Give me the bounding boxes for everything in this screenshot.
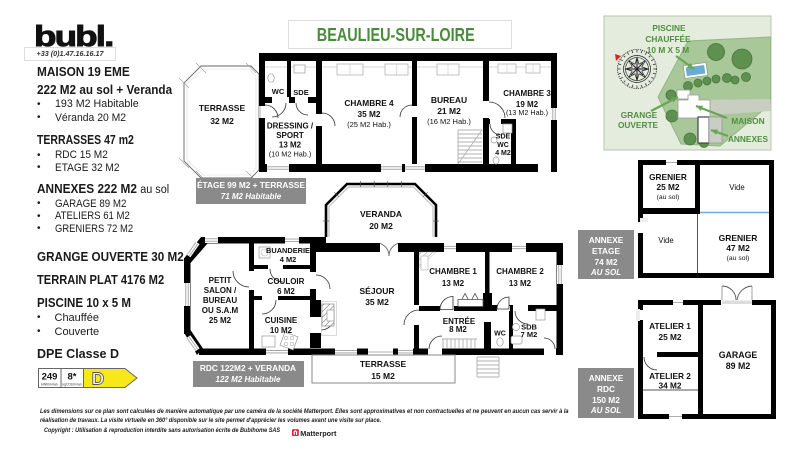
svg-text:Vide: Vide: [729, 183, 744, 192]
svg-text:25 M2: 25 M2: [209, 316, 232, 325]
svg-text:COULOIR: COULOIR: [268, 277, 305, 286]
svg-text:RDC: RDC: [597, 384, 615, 394]
svg-text:8 M2: 8 M2: [449, 325, 467, 334]
svg-text:GARAGE: GARAGE: [719, 350, 758, 360]
svg-text:D: D: [92, 369, 105, 389]
svg-text:SDE: SDE: [496, 134, 511, 141]
svg-text:(13 M2 Hab.): (13 M2 Hab.): [506, 108, 548, 117]
svg-text:SÉJOUR: SÉJOUR: [360, 286, 395, 296]
svg-text:35 M2: 35 M2: [357, 109, 380, 119]
svg-text:19 M2: 19 M2: [516, 100, 539, 109]
svg-text:ETAGE: ETAGE: [592, 246, 620, 256]
svg-text:Vide: Vide: [658, 236, 673, 245]
svg-text:OU S.A.M: OU S.A.M: [202, 306, 239, 315]
svg-text:8*: 8*: [68, 372, 77, 383]
svg-text:GRENIER: GRENIER: [649, 172, 687, 182]
svg-text:122 M2 Habitable: 122 M2 Habitable: [216, 375, 281, 384]
svg-text:SDB: SDB: [521, 323, 537, 332]
svg-text:32 M2: 32 M2: [210, 116, 234, 126]
svg-text:SDE: SDE: [293, 88, 308, 97]
svg-text:4 M2: 4 M2: [495, 150, 511, 157]
svg-text:DRESSING /: DRESSING /: [267, 122, 314, 131]
svg-text:ANNEXE: ANNEXE: [589, 373, 624, 383]
svg-text:15 M2: 15 M2: [371, 371, 395, 381]
svg-text:20 M2: 20 M2: [369, 221, 393, 231]
svg-text:VERANDA: VERANDA: [360, 209, 402, 219]
svg-text:(au sol): (au sol): [727, 255, 750, 262]
svg-text:13 M2: 13 M2: [509, 279, 532, 288]
svg-text:13 M2: 13 M2: [442, 279, 465, 288]
svg-text:TERRASSE: TERRASSE: [360, 359, 407, 369]
svg-text:(10 M2 Hab.): (10 M2 Hab.): [269, 150, 312, 159]
svg-text:CHAMBRE 4: CHAMBRE 4: [344, 98, 394, 108]
svg-text:GRANGE: GRANGE: [621, 110, 658, 120]
svg-text:71 M2 Habitable: 71 M2 Habitable: [221, 192, 282, 201]
svg-text:ANNEXE: ANNEXE: [589, 235, 624, 245]
svg-text:WC: WC: [494, 331, 506, 338]
svg-text:CHAUFFÉE: CHAUFFÉE: [645, 34, 691, 44]
svg-text:kWh/m²/an: kWh/m²/an: [41, 383, 58, 387]
svg-text:10 M2: 10 M2: [270, 326, 293, 335]
svg-text:ENTRÉE: ENTRÉE: [443, 317, 476, 326]
svg-text:GRENIER: GRENIER: [719, 233, 758, 243]
svg-text:4 M2: 4 M2: [280, 255, 296, 264]
svg-text:BUREAU: BUREAU: [203, 296, 237, 305]
svg-text:ÉTAGE 99 M2 + TERRASSE: ÉTAGE 99 M2 + TERRASSE: [197, 180, 305, 190]
svg-text:10 M X 5 M: 10 M X 5 M: [647, 45, 690, 55]
svg-text:89 M2: 89 M2: [726, 361, 751, 371]
svg-text:OUVERTE: OUVERTE: [618, 120, 659, 130]
svg-text:MAISON: MAISON: [731, 116, 764, 126]
svg-text:7 M2: 7 M2: [521, 330, 538, 339]
svg-text:BUANDERIE: BUANDERIE: [266, 246, 310, 255]
svg-text:CHAMBRE 3: CHAMBRE 3: [503, 89, 551, 98]
svg-text:249: 249: [42, 372, 58, 383]
svg-text:ANNEXES: ANNEXES: [728, 134, 769, 144]
svg-text:(16 M2 Hab.): (16 M2 Hab.): [427, 117, 471, 126]
svg-text:74 M2: 74 M2: [594, 257, 617, 267]
svg-text:35 M2: 35 M2: [365, 297, 389, 307]
svg-text:13 M2: 13 M2: [279, 141, 302, 150]
svg-text:47 M2: 47 M2: [726, 243, 750, 253]
svg-text:CHAMBRE 2: CHAMBRE 2: [496, 267, 544, 276]
svg-text:(au sol): (au sol): [657, 194, 680, 201]
svg-text:AU SOL: AU SOL: [590, 406, 621, 415]
svg-text:TERRASSE: TERRASSE: [199, 103, 246, 113]
svg-text:25 M2: 25 M2: [658, 332, 681, 342]
svg-text:6 M2: 6 M2: [277, 287, 295, 296]
svg-text:RDC 122M2 + VERANDA: RDC 122M2 + VERANDA: [200, 363, 296, 373]
svg-text:kgCO2/m²/an: kgCO2/m²/an: [63, 383, 82, 387]
svg-text:ATELIER 1: ATELIER 1: [649, 321, 691, 331]
svg-text:BUREAU: BUREAU: [431, 95, 467, 105]
svg-text:SPORT: SPORT: [276, 131, 304, 140]
svg-text:21 M2: 21 M2: [437, 106, 461, 116]
svg-text:WC: WC: [272, 87, 285, 96]
svg-text:CUISINE: CUISINE: [265, 316, 298, 325]
svg-text:PISCINE: PISCINE: [652, 23, 686, 33]
svg-text:34 M2: 34 M2: [658, 381, 681, 391]
svg-text:25 M2: 25 M2: [656, 182, 679, 192]
svg-text:SALON /: SALON /: [204, 286, 237, 295]
svg-text:ATELIER 2: ATELIER 2: [649, 371, 691, 381]
svg-text:PETIT: PETIT: [209, 276, 232, 285]
svg-text:Matterport: Matterport: [300, 429, 337, 438]
svg-text:WC: WC: [497, 142, 509, 149]
svg-text:AU SOL: AU SOL: [590, 268, 621, 277]
svg-text:150 M2: 150 M2: [592, 395, 620, 405]
svg-text:CHAMBRE 1: CHAMBRE 1: [429, 267, 477, 276]
svg-text:(25 M2 Hab.): (25 M2 Hab.): [347, 120, 391, 129]
